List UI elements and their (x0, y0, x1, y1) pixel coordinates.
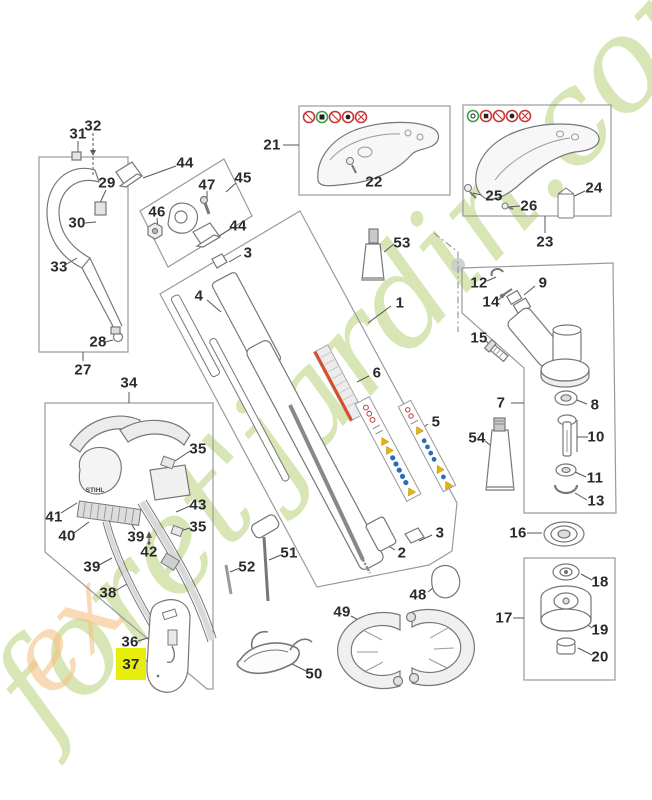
callout-48: 48 (409, 586, 427, 604)
callout-29: 29 (98, 174, 116, 192)
stihl-logo: STIHL (86, 487, 105, 494)
box-gearhead-7 (461, 262, 617, 514)
callout-50: 50 (305, 665, 323, 683)
gearhead-art (483, 268, 590, 495)
callout-8: 8 (590, 396, 600, 414)
grease-tube-53 (361, 228, 385, 281)
callout-46: 46 (148, 203, 166, 221)
callout-2: 2 (397, 544, 407, 562)
mowing-head-art (540, 521, 592, 655)
box-harness-34 (44, 402, 214, 690)
callout-52: 52 (238, 558, 256, 576)
callout-4: 4 (194, 287, 204, 305)
callout-39: 39 (127, 528, 145, 546)
callout-36: 36 (121, 633, 139, 651)
callout-44: 44 (176, 154, 194, 172)
callout-1: 1 (395, 294, 405, 312)
callout-16: 16 (509, 524, 527, 542)
clip-plate-art (146, 599, 191, 693)
callout-18: 18 (591, 573, 609, 591)
centerline-dashdot (433, 232, 459, 332)
group-boxes (38, 104, 617, 690)
callout-22: 22 (365, 173, 383, 191)
sticker-6 (312, 344, 366, 422)
sticker-5b (397, 399, 457, 493)
callout-41: 41 (45, 508, 63, 526)
callout-27: 27 (74, 361, 92, 379)
stop-ring-art (336, 608, 476, 690)
box-shaft-1 (159, 210, 458, 588)
callout-47: 47 (198, 176, 216, 194)
safety-icons-strip-right (466, 109, 532, 123)
deflector-21-art (302, 110, 440, 187)
callout-25: 25 (485, 187, 503, 205)
callout-31: 31 (69, 125, 87, 143)
callout-37-highlighted: 37 (116, 648, 146, 680)
callout-30: 30 (68, 214, 86, 232)
harness-belt (76, 500, 142, 526)
callout-23: 23 (536, 233, 554, 251)
callout-49: 49 (333, 603, 351, 621)
callout-14: 14 (482, 293, 500, 311)
carrying-strap-art (46, 151, 124, 343)
callout-9: 9 (538, 274, 548, 292)
clamp-cluster-art (115, 161, 228, 269)
box-mowing-head-17 (523, 557, 616, 681)
box-clamp-45 (139, 158, 253, 268)
callout-42: 42 (140, 543, 158, 561)
callout-40: 40 (58, 527, 76, 545)
callout-5: 5 (431, 413, 441, 431)
callout-54: 54 (468, 429, 486, 447)
callout-21: 21 (263, 136, 281, 154)
callout-24: 24 (585, 179, 603, 197)
shaft-assembly-art (170, 272, 457, 574)
callout-38: 38 (99, 584, 117, 602)
callout-53: 53 (393, 234, 411, 252)
shaft-end-2 (365, 516, 397, 552)
callout-43: 43 (189, 496, 207, 514)
callout-13: 13 (587, 492, 605, 510)
callout-39b: 39 (83, 558, 101, 576)
callout-20: 20 (591, 648, 609, 666)
callout-19: 19 (591, 621, 609, 639)
callout-10: 10 (587, 428, 605, 446)
callout-15: 15 (470, 329, 488, 347)
clamp-block-3 (404, 527, 425, 544)
leader-lines (60, 133, 593, 672)
callout-45: 45 (234, 169, 252, 187)
callout-35: 35 (189, 440, 207, 458)
callout-35b: 35 (189, 518, 207, 536)
safety-icons-strip-left (302, 110, 368, 124)
box-deflector-21 (298, 105, 451, 196)
callout-28: 28 (89, 333, 107, 351)
screw-15 (483, 338, 509, 363)
callout-11: 11 (586, 469, 604, 487)
callout-26: 26 (520, 197, 538, 215)
callout-6: 6 (372, 364, 382, 382)
sticker-5a (354, 396, 422, 502)
deflector-23-art (464, 109, 600, 219)
callout-33: 33 (50, 258, 68, 276)
callout-17: 17 (495, 609, 513, 627)
callout-3: 3 (243, 244, 253, 262)
small-parts-art (224, 514, 461, 602)
callout-12: 12 (470, 274, 488, 292)
box-deflector-23 (462, 104, 612, 217)
callout-3b: 3 (435, 524, 445, 542)
callout-51: 51 (280, 544, 298, 562)
callout-34: 34 (120, 374, 138, 392)
grease-tube-54 (485, 417, 515, 491)
goggles-art (236, 630, 313, 675)
callout-7: 7 (496, 394, 506, 412)
callout-32: 32 (84, 117, 102, 135)
callout-44b: 44 (229, 217, 247, 235)
